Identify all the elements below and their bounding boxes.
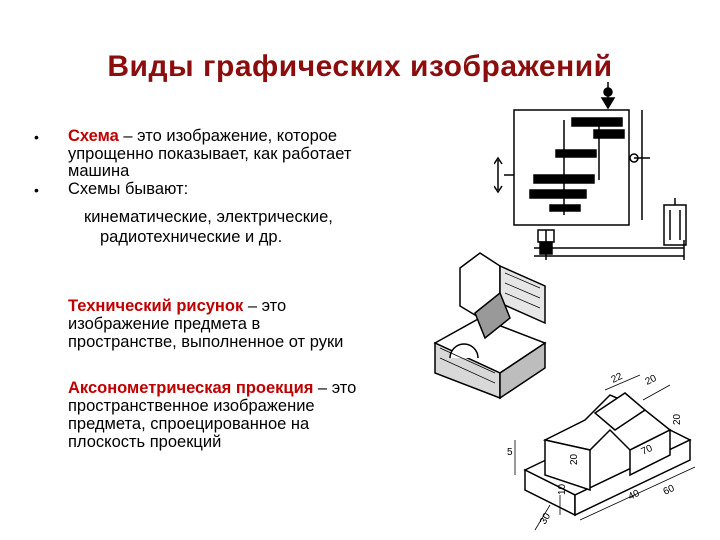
dim-label: 10: [557, 483, 568, 495]
bullet-marker: •: [34, 129, 39, 145]
tech-drawing-term: Технический рисунок: [68, 297, 244, 315]
kinematic-scheme-image: [494, 82, 687, 260]
scheme-term: Схема: [68, 127, 119, 145]
slide-title: Виды графических изображений: [107, 50, 613, 83]
scheme-definition: – это изображение, которое: [118, 127, 338, 145]
bullet-scheme-line1: Схема – это изображение, которое: [68, 127, 338, 146]
axonometric-line3: предмета, спроецированное на: [68, 415, 310, 433]
dim-label: 60: [662, 483, 677, 498]
axonometric-line4: плоскость проекций: [68, 433, 222, 451]
bullet-scheme-line2: упрощенно показывает, как работает: [68, 145, 352, 163]
tech-drawing-line2: изображение предмета в: [68, 315, 261, 333]
tech-drawing-line1: Технический рисунок – это: [68, 297, 287, 315]
technical-sketch-image: [433, 252, 547, 400]
bullet-scheme-line3: машина: [68, 162, 130, 180]
dim-label: 22: [610, 371, 625, 386]
bullet-types-line1: Схемы бывают:: [68, 180, 189, 198]
dim-label: 40: [627, 488, 642, 503]
dim-label: 70: [640, 443, 655, 458]
axonometric-projection-image: 22 20 5 20 10 70 20 40 60 30: [507, 371, 696, 531]
tech-drawing-line3: пространстве, выполненное от руки: [68, 333, 344, 351]
dim-label: 5: [507, 447, 513, 458]
dim-label: 20: [672, 413, 683, 425]
axonometric-line1: Аксонометрическая проекция – это: [68, 379, 357, 397]
dim-label: 30: [538, 511, 553, 527]
bullet-types-line2: кинематические, электрические,: [84, 208, 333, 226]
bullet-marker: •: [34, 182, 39, 198]
dim-label: 20: [569, 453, 580, 465]
axonometric-line2: пространственное изображение: [68, 397, 315, 415]
bullet-types-line3: радиотехнические и др.: [100, 228, 283, 246]
dim-label: 20: [644, 373, 659, 388]
axonometric-term: Аксонометрическая проекция: [68, 379, 314, 397]
